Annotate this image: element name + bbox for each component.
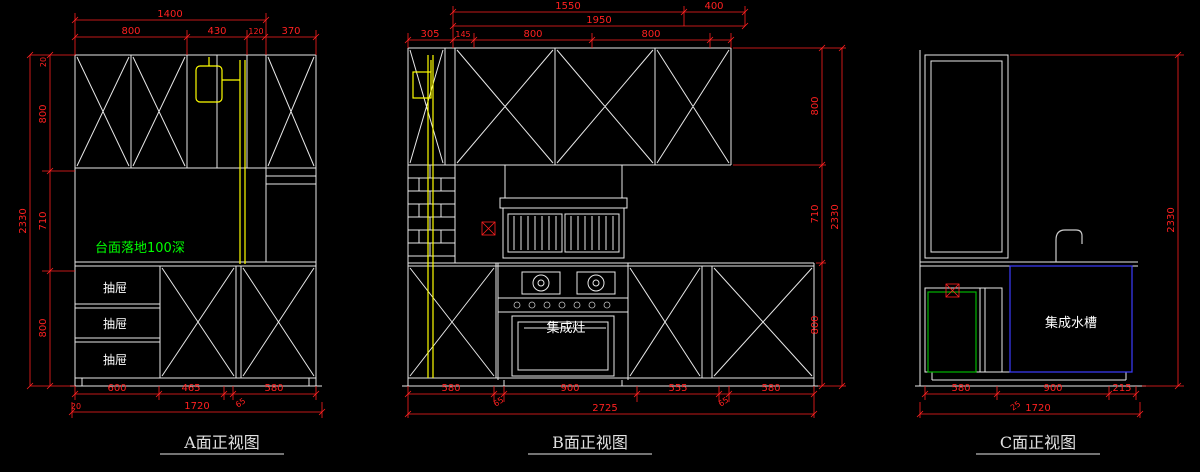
dim-a-1720: 1720 bbox=[184, 401, 209, 412]
view-b-gas-pipes bbox=[427, 55, 434, 378]
dim-b-555: 555 bbox=[668, 383, 687, 394]
knob-icon bbox=[588, 301, 596, 309]
dim-b-900: 900 bbox=[560, 383, 579, 394]
knob-icon bbox=[573, 301, 581, 309]
view-a: 1400 800 430 120 370 20 800 710 800 2330… bbox=[18, 9, 326, 455]
knob-icon bbox=[558, 301, 566, 309]
view-a-title: A面正视图 bbox=[183, 433, 260, 452]
knob-icon bbox=[513, 301, 521, 309]
dim-b-1950: 1950 bbox=[586, 15, 611, 26]
dim-c-2330: 2330 bbox=[1166, 207, 1177, 232]
view-b-title: B面正视图 bbox=[552, 433, 628, 452]
gas-meter-icon bbox=[412, 71, 432, 99]
knob-icon bbox=[543, 301, 551, 309]
burner-right-center-icon bbox=[592, 279, 600, 287]
dim-a-430: 430 bbox=[207, 26, 226, 37]
note-counter-depth: 台面落地100深 bbox=[95, 241, 185, 256]
dim-a-2330: 2330 bbox=[18, 208, 29, 233]
socket-symbol-icon bbox=[945, 283, 960, 298]
dim-c-215: 215 bbox=[1112, 383, 1131, 394]
faucet-icon bbox=[1050, 229, 1083, 263]
label-drawer-1: 抽屉 bbox=[103, 281, 127, 295]
dim-b-800-top-right: 800 bbox=[641, 29, 660, 40]
dim-a-800-left-top: 800 bbox=[38, 104, 49, 123]
dim-a-580: 580 bbox=[264, 383, 283, 394]
dim-b-580-right: 580 bbox=[761, 383, 780, 394]
dim-a-20-left: 20 bbox=[39, 57, 48, 67]
dim-a-710-left: 710 bbox=[38, 211, 49, 230]
dim-b-800-top-left: 800 bbox=[523, 29, 542, 40]
sink-cabinet-outline bbox=[1009, 265, 1133, 373]
label-drawer-2: 抽屉 bbox=[103, 317, 127, 331]
dim-b-305: 305 bbox=[420, 29, 439, 40]
label-integrated-stove: 集成灶 bbox=[546, 320, 585, 336]
dim-b-145: 145 bbox=[455, 30, 470, 39]
view-c: 2330 580 900 215 25 1720 集成水槽 C面正视图 bbox=[915, 50, 1184, 455]
dim-a-465: 465 bbox=[181, 383, 200, 394]
dim-b-710-right: 710 bbox=[810, 204, 821, 223]
dim-a-1400: 1400 bbox=[157, 9, 182, 20]
view-a-cabinet-lines bbox=[70, 54, 322, 387]
dim-b-800-right-bottom: 800 bbox=[810, 315, 821, 334]
dim-b-800-right-top: 800 bbox=[810, 96, 821, 115]
view-b-cabinet-lines bbox=[402, 47, 820, 387]
dim-a-370: 370 bbox=[281, 26, 300, 37]
burner-left-icon bbox=[532, 274, 550, 292]
dim-c-1720: 1720 bbox=[1025, 403, 1050, 414]
dim-b-2330: 2330 bbox=[830, 204, 841, 229]
dim-a-120: 120 bbox=[248, 27, 263, 36]
view-c-dim-lines bbox=[916, 51, 1184, 418]
dim-a-20-bottom: 20 bbox=[71, 402, 81, 411]
socket-symbol-icon bbox=[481, 221, 496, 236]
dim-b-1550: 1550 bbox=[555, 1, 580, 12]
dim-b-400: 400 bbox=[704, 1, 723, 12]
burner-right-icon bbox=[587, 274, 605, 292]
view-a-dim-lines bbox=[26, 13, 326, 418]
view-b-dim-lines bbox=[404, 6, 846, 418]
view-c-title: C面正视图 bbox=[1000, 433, 1076, 452]
dim-c-580: 580 bbox=[951, 383, 970, 394]
appliance-outline bbox=[927, 291, 977, 373]
label-integrated-sink: 集成水槽 bbox=[1045, 315, 1097, 331]
dim-b-2725: 2725 bbox=[592, 403, 617, 414]
dim-a-600: 600 bbox=[107, 383, 126, 394]
dim-b-580-left: 580 bbox=[441, 383, 460, 394]
knob-icon bbox=[603, 301, 611, 309]
label-drawer-3: 抽屉 bbox=[103, 353, 127, 367]
burner-left-center-icon bbox=[537, 279, 545, 287]
dim-c-900: 900 bbox=[1043, 383, 1062, 394]
dim-a-800-left-bottom: 800 bbox=[38, 318, 49, 337]
view-b: 1550 400 1950 305 145 800 800 800 710 80… bbox=[402, 1, 846, 455]
dim-a-800-top: 800 bbox=[121, 26, 140, 37]
knob-icon bbox=[528, 301, 536, 309]
view-a-gas-pipes bbox=[208, 57, 246, 264]
